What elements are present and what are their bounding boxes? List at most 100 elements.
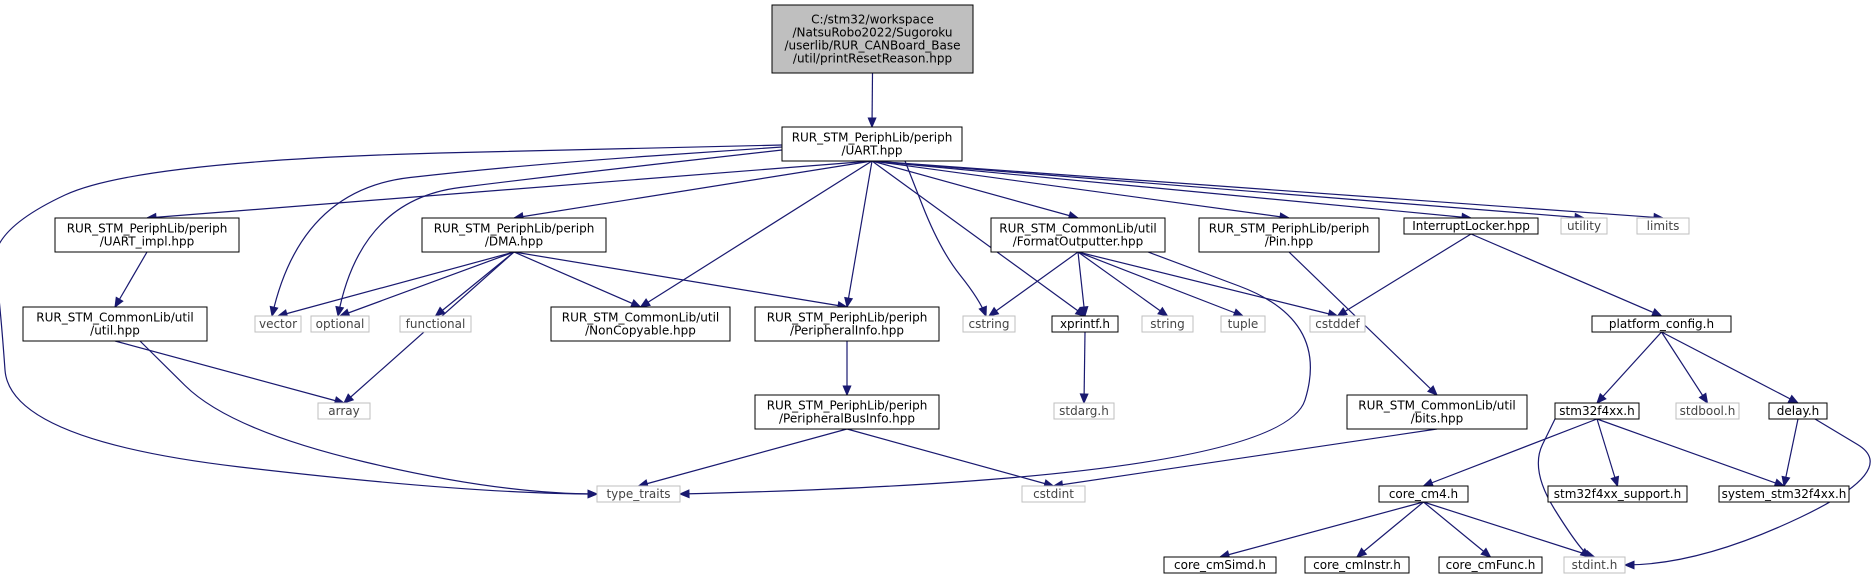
- edge-arrowhead: [1781, 475, 1791, 488]
- node-system-stm32[interactable]: system_stm32f4xx.h: [1718, 485, 1850, 503]
- node-stdarg: stdarg.h: [1053, 402, 1115, 420]
- node-box: [1346, 394, 1528, 430]
- edge-uart-to-intlocker: [871, 160, 1473, 222]
- edge-line: [1537, 418, 1591, 558]
- edge-core-cm4-to-cmfunc: [1423, 501, 1492, 558]
- node-label-line: RUR_STM_PeriphLib/periph: [767, 399, 928, 413]
- node-delay[interactable]: delay.h: [1768, 402, 1828, 420]
- edge-dma-to-vector: [276, 251, 515, 318]
- node-box: [1309, 315, 1366, 333]
- node-uart-impl[interactable]: RUR_STM_PeriphLib/periph/UART_impl.hpp: [54, 217, 240, 253]
- node-root[interactable]: C:/stm32/workspace/NatsuRobo2022/Sugorok…: [771, 4, 974, 74]
- node-cmsimd[interactable]: core_cmSimd.h: [1163, 556, 1277, 574]
- edge-line: [114, 340, 345, 404]
- edge-line: [1077, 251, 1086, 317]
- node-box: [781, 126, 963, 162]
- node-label-line: /UART_impl.hpp: [100, 235, 194, 249]
- node-label-line: core_cmInstr.h: [1313, 558, 1401, 572]
- edge-periphinfo-to-busperiph: [842, 341, 852, 397]
- node-tuple: tuple: [1220, 315, 1266, 333]
- node-cstddef: cstddef: [1309, 315, 1366, 333]
- edge-dma-to-functional: [434, 251, 515, 317]
- node-optional: optional: [310, 315, 370, 333]
- node-label-line: cstddef: [1315, 317, 1360, 331]
- node-noncopyable[interactable]: RUR_STM_CommonLib/util/NonCopyable.hpp: [550, 306, 731, 342]
- node-periphinfo[interactable]: RUR_STM_PeriphLib/periph/PeripheralInfo.…: [754, 306, 940, 342]
- node-box: [317, 402, 371, 420]
- node-label-line: stdbool.h: [1680, 404, 1736, 418]
- node-cminstr[interactable]: core_cmInstr.h: [1304, 556, 1410, 574]
- edge-arrowhead: [1623, 560, 1635, 570]
- node-box: [596, 485, 681, 503]
- edge-line: [513, 251, 848, 308]
- edge-uart-to-pin: [871, 160, 1291, 222]
- edge-arrowhead: [1610, 475, 1620, 488]
- edge-arrowhead: [639, 298, 651, 308]
- node-label-line: /FormatOutputter.hpp: [1013, 235, 1144, 249]
- node-label-line: core_cm4.h: [1389, 487, 1458, 501]
- node-stdint: stdint.h: [1563, 556, 1626, 574]
- node-label-line: /NatsuRobo2022/Sugoroku: [793, 26, 953, 40]
- edge-core-cm4-to-cmsimd: [1218, 501, 1424, 559]
- node-xprintf[interactable]: xprintf.h: [1051, 315, 1119, 333]
- node-intlocker[interactable]: InterruptLocker.hpp: [1403, 217, 1539, 235]
- node-label-line: functional: [406, 317, 466, 331]
- node-stm32f4xx[interactable]: stm32f4xx.h: [1554, 402, 1640, 420]
- node-platform[interactable]: platform_config.h: [1591, 315, 1732, 333]
- node-label-line: /util.hpp: [90, 324, 140, 338]
- node-box: [1378, 485, 1469, 503]
- node-box: [754, 306, 940, 342]
- edge-line: [114, 251, 148, 308]
- node-label-line: RUR_STM_CommonLib/util: [562, 311, 719, 325]
- node-busperiph[interactable]: RUR_STM_PeriphLib/periph/PeripheralBusIn…: [754, 394, 940, 430]
- edge-formatout-to-tuple: [1077, 251, 1245, 317]
- node-box: [754, 394, 940, 430]
- node-box: [1053, 402, 1115, 420]
- node-formatout[interactable]: RUR_STM_CommonLib/util/FormatOutputter.h…: [990, 217, 1166, 253]
- node-box: [1220, 315, 1266, 333]
- node-box: [421, 217, 607, 253]
- edge-dma-to-optional: [338, 251, 515, 317]
- edge-line: [1661, 331, 1799, 404]
- edge-line: [1423, 501, 1491, 558]
- node-label-line: vector: [259, 317, 297, 331]
- node-dma[interactable]: RUR_STM_PeriphLib/periph/DMA.hpp: [421, 217, 607, 253]
- edge-arrowhead: [1698, 392, 1709, 405]
- node-stm32-support[interactable]: stm32f4xx_support.h: [1547, 485, 1688, 503]
- node-box: [1051, 315, 1119, 333]
- edge-bits-to-cstdint: [1052, 428, 1438, 490]
- node-label-line: platform_config.h: [1609, 317, 1714, 331]
- edge-uart-to-noncopyable: [639, 160, 873, 308]
- edge-line: [1083, 331, 1086, 404]
- edge-arrowhead: [587, 489, 599, 499]
- edge-arrowhead: [1356, 547, 1368, 558]
- node-core-cm4[interactable]: core_cm4.h: [1378, 485, 1469, 503]
- edge-line: [1423, 501, 1595, 558]
- node-pin[interactable]: RUR_STM_PeriphLib/periph/Pin.hpp: [1198, 217, 1380, 253]
- node-bits[interactable]: RUR_STM_CommonLib/util/bits.hpp: [1346, 394, 1528, 430]
- node-cmfunc[interactable]: core_cmFunc.h: [1438, 556, 1543, 574]
- node-label-line: delay.h: [1777, 404, 1820, 418]
- edge-line: [513, 251, 641, 308]
- edge-uart-to-limits: [871, 160, 1665, 222]
- edge-line: [277, 251, 515, 317]
- edge-line: [1660, 331, 1709, 404]
- node-box: [1768, 402, 1828, 420]
- edge-core-cm4-to-stdint: [1423, 501, 1596, 559]
- edge-line: [0, 144, 783, 495]
- edge-arrowhead: [842, 385, 852, 397]
- node-box: [1554, 402, 1640, 420]
- edge-arrowhead: [629, 299, 642, 308]
- node-label-line: system_stm32f4xx.h: [1722, 487, 1847, 501]
- node-util-hpp[interactable]: RUR_STM_CommonLib/util/util.hpp: [22, 306, 208, 342]
- edge-uart-to-uart-impl: [145, 160, 873, 222]
- edge-arrowhead: [1422, 478, 1435, 487]
- edge-line: [513, 160, 873, 219]
- node-box: [1563, 556, 1626, 574]
- node-label-line: /PeripheralBusInfo.hpp: [779, 412, 915, 426]
- node-label-line: C:/stm32/workspace: [811, 13, 934, 27]
- node-uart[interactable]: RUR_STM_PeriphLib/periph/UART.hpp: [781, 126, 963, 162]
- edge-line: [871, 160, 1290, 219]
- node-label-line: /PeripheralInfo.hpp: [790, 324, 904, 338]
